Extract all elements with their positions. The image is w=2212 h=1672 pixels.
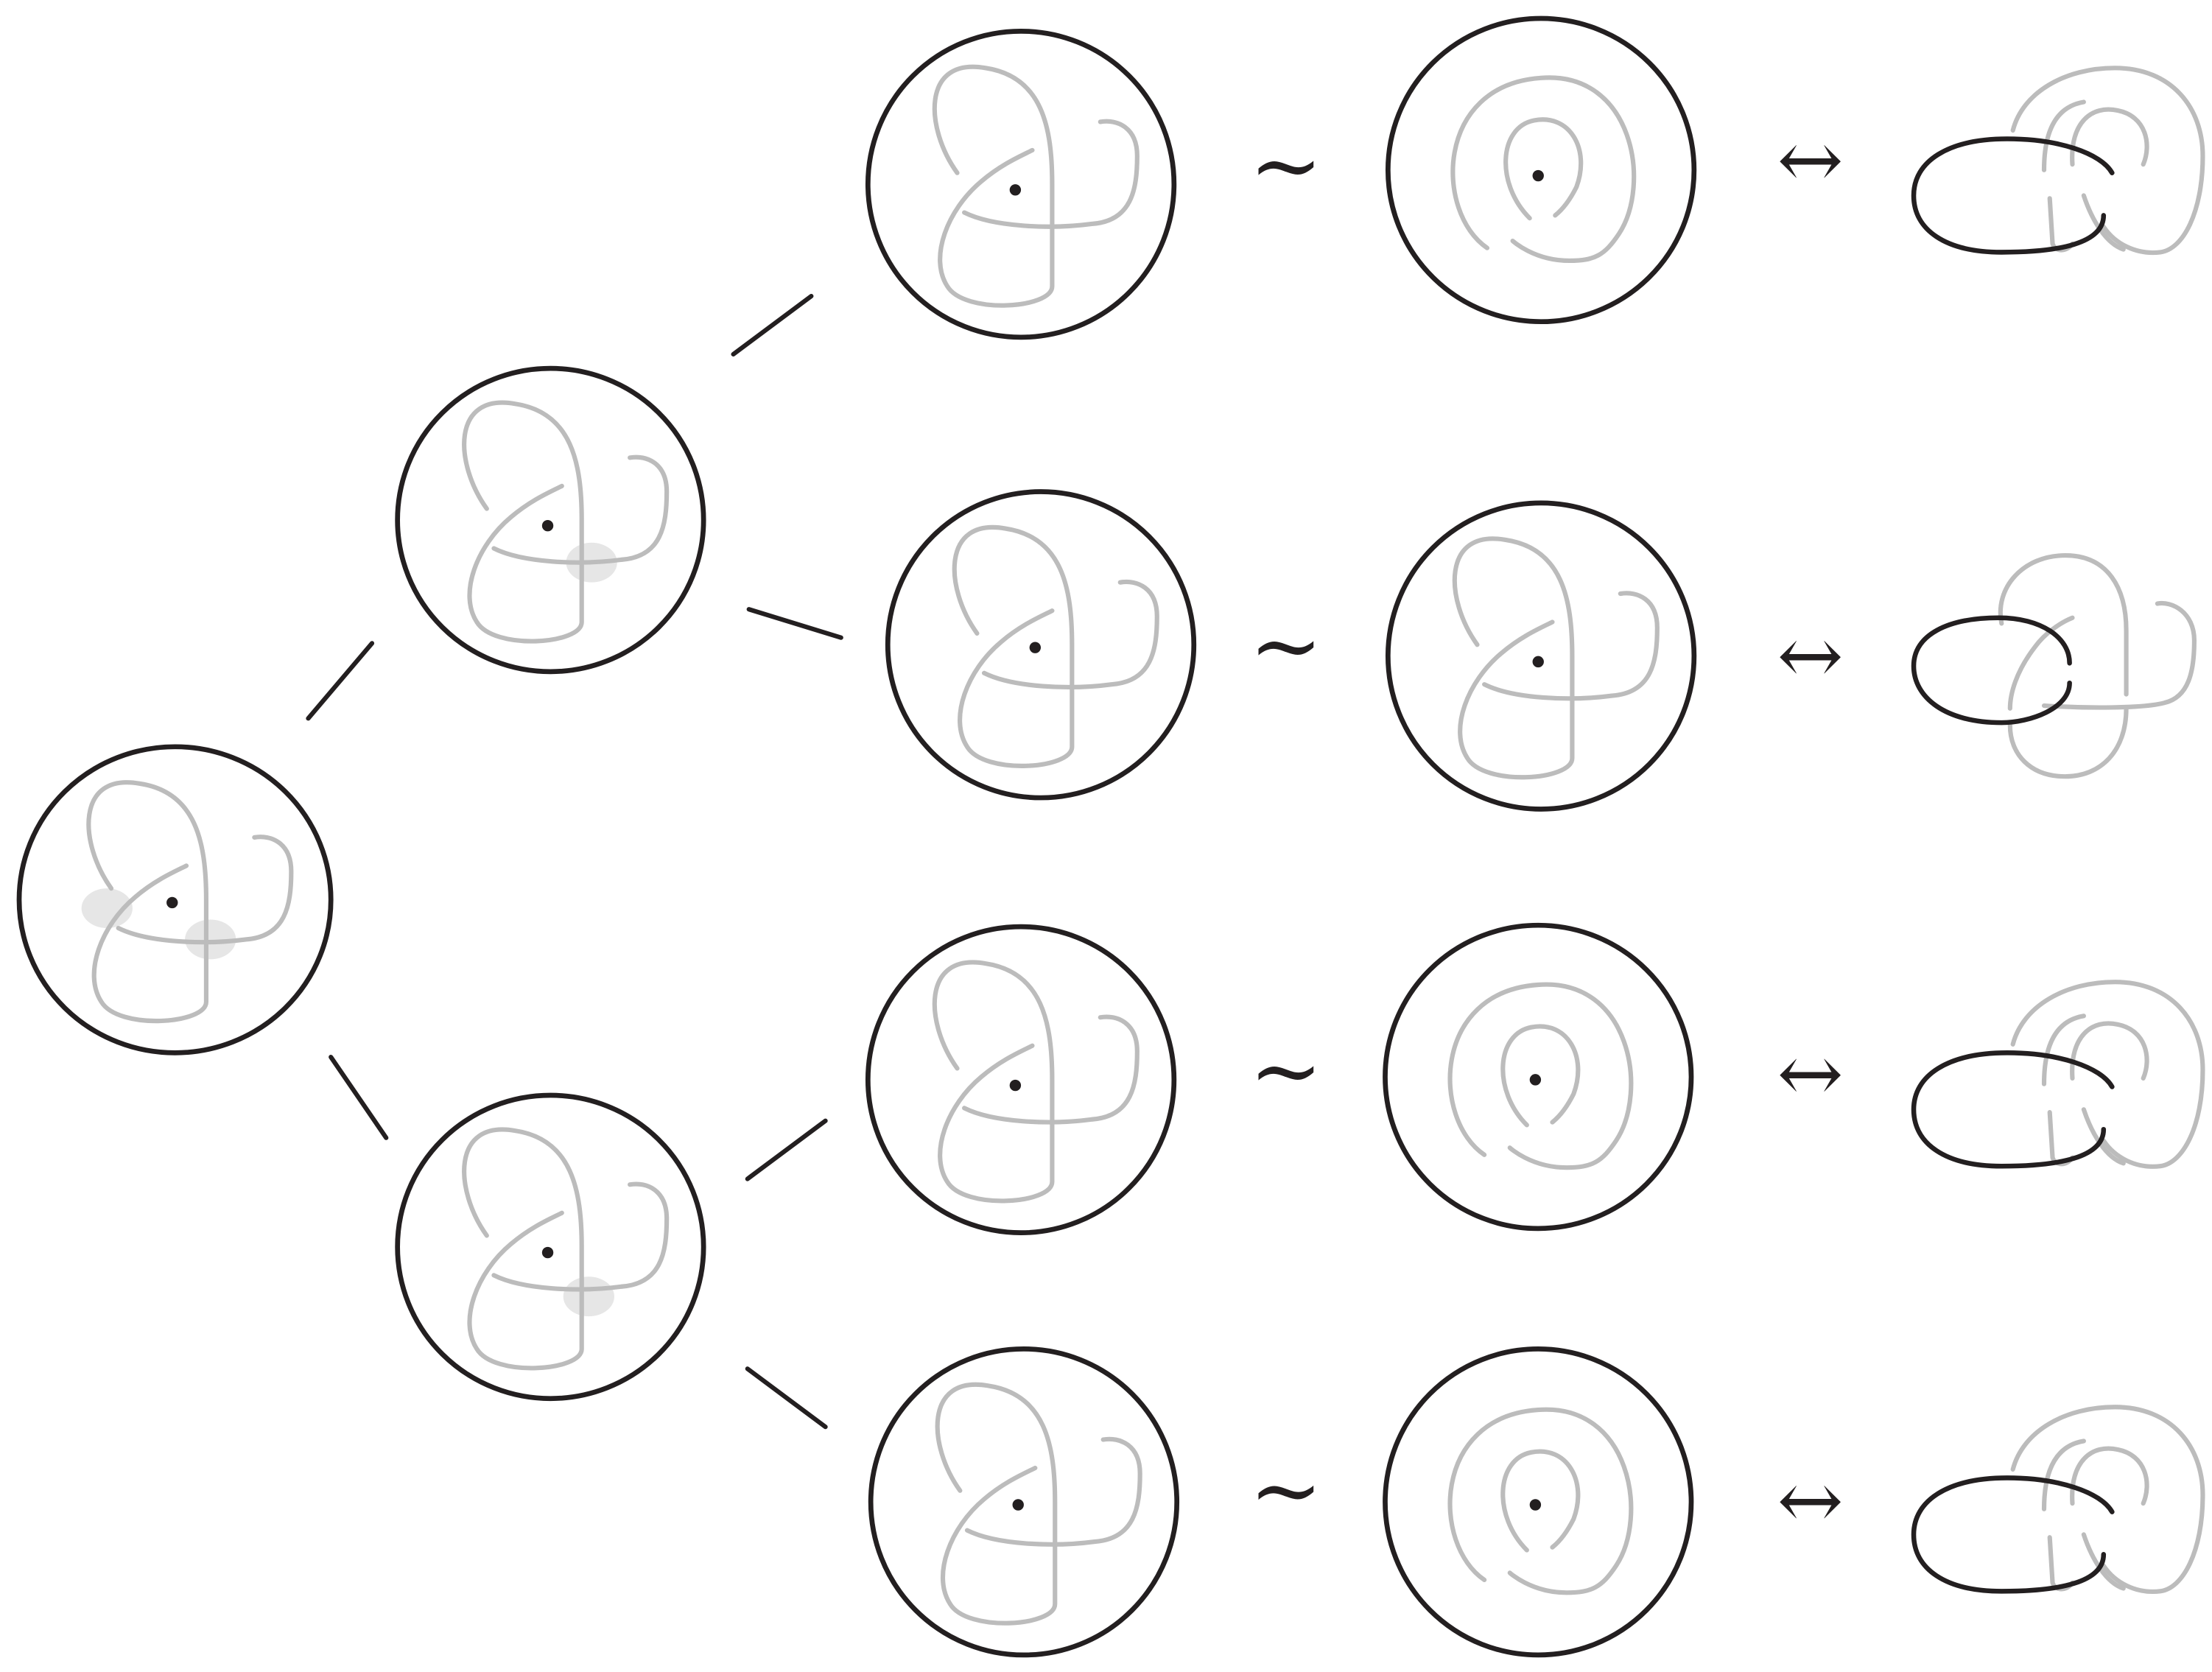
equivalent-disk-4 (1383, 1346, 1694, 1658)
double-arrow-icon: ↔ (1777, 1028, 1843, 1120)
puncture-dot (1029, 642, 1042, 653)
tilde-symbol: ~ (1249, 1020, 1323, 1123)
equivalent-disk-2 (1385, 500, 1697, 812)
crossing-highlight (81, 888, 133, 929)
level1-upper-disk (395, 365, 706, 675)
puncture-dot (1532, 169, 1544, 182)
level2-disk-1 (865, 28, 1177, 340)
puncture-dot (1012, 1499, 1024, 1511)
puncture-dot (166, 896, 178, 909)
puncture-dot (1529, 1499, 1542, 1511)
crossing-highlight (185, 919, 236, 960)
edge-upper-to-disk-2 (746, 607, 843, 640)
edge-root-to-lower (329, 1055, 389, 1140)
edge-root-to-upper (306, 641, 375, 721)
level2-disk-2 (885, 489, 1197, 801)
double-arrow-icon: ↔ (1777, 610, 1843, 702)
row-1-symbols: ~ ↔ (1249, 114, 1844, 217)
edge-lower-to-disk-4 (745, 1366, 828, 1430)
crossing-highlight (563, 1276, 614, 1317)
tilde-symbol: ~ (1249, 1439, 1323, 1542)
puncture-dot (541, 520, 554, 532)
puncture-dot (1532, 656, 1544, 668)
equivalent-disk-3 (1383, 922, 1694, 1232)
equivalent-disk-1 (1385, 15, 1697, 325)
tilde-symbol: ~ (1249, 595, 1323, 698)
level2-disk-3 (865, 924, 1177, 1236)
puncture-dot (541, 1246, 554, 1259)
double-arrow-icon: ↔ (1777, 1455, 1843, 1547)
tilde-symbol: ~ (1249, 114, 1323, 217)
level2-disk-4 (868, 1346, 1180, 1658)
row-2-symbols: ~ ↔ (1249, 595, 1844, 703)
row-3-symbols: ~ ↔ (1249, 1020, 1844, 1123)
puncture-dot (1009, 184, 1022, 196)
edge-upper-to-disk-1 (731, 293, 814, 357)
closure-link-1 (1914, 68, 2202, 253)
puncture-dot (1009, 1079, 1022, 1092)
edge-lower-to-disk-3 (745, 1118, 828, 1181)
tree-edges (306, 293, 843, 1430)
level1-lower-disk (395, 1092, 706, 1402)
puncture-dot (1529, 1074, 1542, 1086)
row-4-symbols: ~ ↔ (1249, 1439, 1844, 1547)
root-disk (16, 744, 334, 1055)
double-arrow-icon: ↔ (1777, 114, 1843, 206)
closure-link-4 (1914, 1407, 2202, 1592)
closure-link-2 (1911, 553, 2197, 779)
closure-link-3 (1914, 982, 2202, 1167)
